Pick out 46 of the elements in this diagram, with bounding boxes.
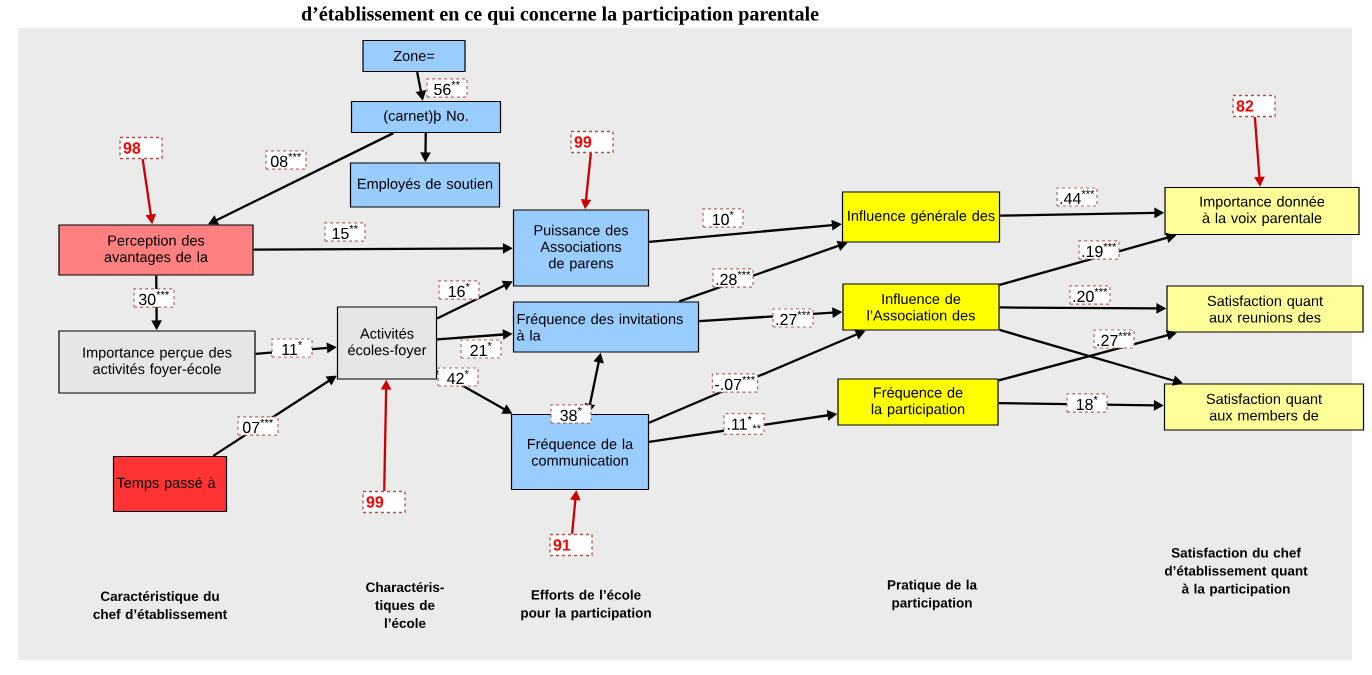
coefficient-label: 56$^{**}$ <box>426 78 468 98</box>
variable-box: Activités écoles-foyer <box>336 306 438 380</box>
variable-box: Employés de soutien <box>349 162 501 208</box>
coefficient-label: .27$^{***}$ <box>1093 329 1135 349</box>
coefficient-label: 15$^{**}$ <box>324 222 366 242</box>
variable-box: Puissance des Associations de parens <box>512 209 650 287</box>
column-heading: Efforts de l’école pour la participation <box>521 589 651 621</box>
coefficient-label: 10$^{*}$ <box>702 208 744 228</box>
variable-box: Importance perçue des activités foyer-école <box>58 330 256 394</box>
residual-box: 99 <box>362 490 406 514</box>
coefficient-label: .27$^{***}$ <box>772 308 814 328</box>
coefficient-label: 30$^{***}$ <box>133 288 175 308</box>
variable-box: Satisfaction quant aux reunions des <box>1166 285 1364 333</box>
coefficient-label: 38$^{*}$ <box>550 404 592 424</box>
column-heading: Caractéristique du chef d’établissement <box>93 591 227 619</box>
variable-box: Influence de l’Association des <box>842 283 1000 331</box>
variable-box: Satisfaction quant aux members de <box>1163 383 1365 431</box>
residual-box: 91 <box>549 533 593 557</box>
coefficient-label: 16$^{*}$ <box>438 280 480 300</box>
coefficient-label: 07$^{***}$ <box>237 416 279 436</box>
coefficient-label: 42$^{*}$ <box>437 367 479 387</box>
variable-box: Influence générale des <box>841 191 1001 243</box>
coefficient-label: 21$^{*}$ <box>460 339 502 359</box>
variable-box: Temps passé à <box>112 455 228 513</box>
residual-box: 98 <box>119 136 163 160</box>
coefficient-label: .44$^{***}$ <box>1056 187 1098 207</box>
column-heading: Pratique de la participation <box>887 579 978 611</box>
residual-box: 99 <box>570 130 614 154</box>
variable-box: Fréquence de la participation <box>837 378 999 426</box>
coefficient-label: 11$^{*}$ <box>271 338 313 358</box>
residual-box: 82 <box>1232 94 1276 118</box>
coefficient-label: -.07$^{***}$ <box>711 373 759 393</box>
variable-box: Zone= <box>362 39 466 73</box>
coefficient-label: .20$^{***}$ <box>1069 285 1111 305</box>
column-heading: Charactéris- tiques de l’école <box>366 582 444 628</box>
column-heading: Satisfaction du chef d’établissement quant à la participation <box>1164 547 1308 597</box>
variable-box: Perception des avantages de la <box>58 224 254 276</box>
title: d’établissement en ce qui concerne la participation parentale <box>301 6 819 25</box>
variable-box: (carnet)þ No. <box>350 100 502 134</box>
coefficient-label: .19$^{***}$ <box>1078 240 1120 260</box>
coefficient-label: .11$^{*}$** <box>723 413 765 435</box>
variable-box: Fréquence des invitations à la <box>512 301 700 353</box>
variable-box: Importance donnée à la voix parentale <box>1164 186 1360 236</box>
coefficient-label: 18$^{*}$ <box>1066 393 1108 413</box>
coefficient-label: 08$^{***}$ <box>265 150 307 170</box>
coefficient-label: .28$^{***}$ <box>712 268 754 288</box>
